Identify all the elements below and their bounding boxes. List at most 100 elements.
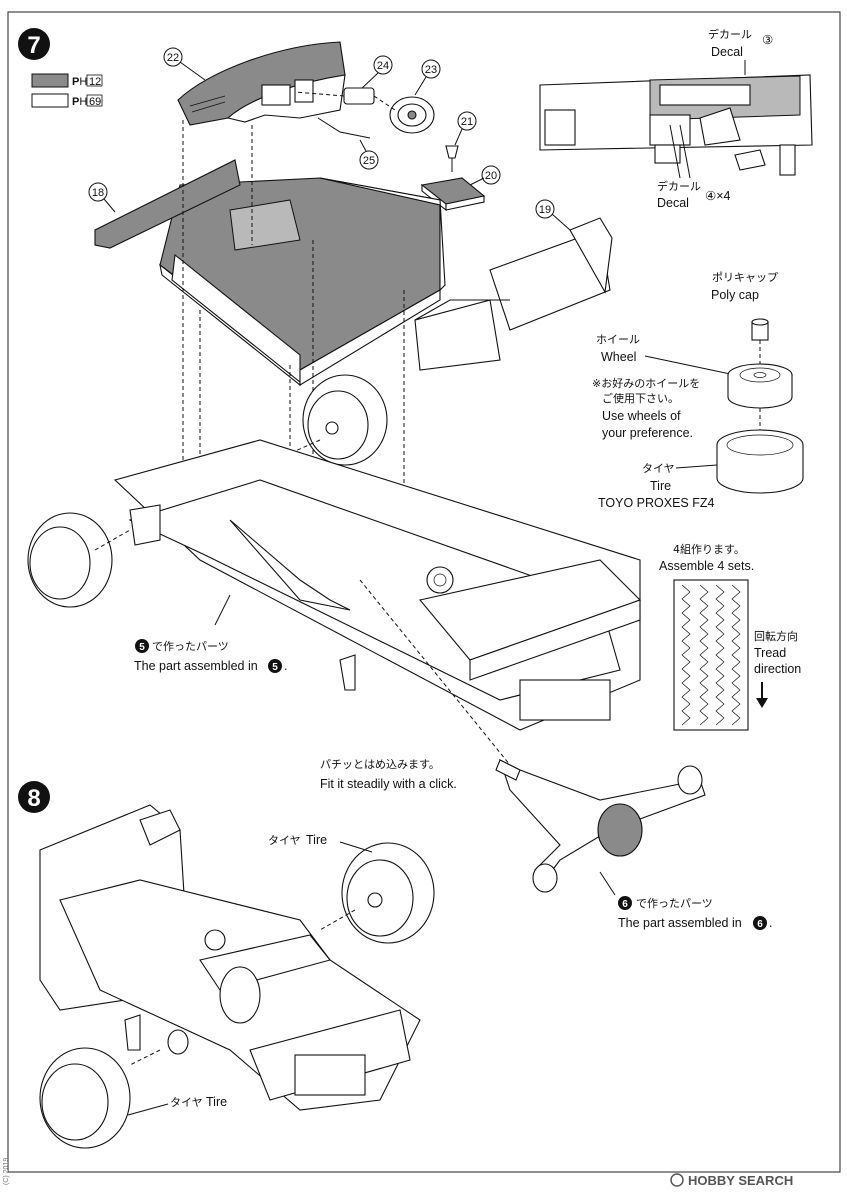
hobby-search-logo-icon (670, 1173, 684, 1187)
hobby-search-watermark: HOBBY SEARCH (670, 1173, 793, 1188)
watermark-copyright: (C) 2019 (3, 1158, 10, 1185)
tire-rear-left (39, 1047, 131, 1149)
part-number-19: 19 (535, 199, 571, 231)
leader-line (644, 355, 736, 376)
leader-line (679, 124, 691, 179)
part-number-24: 24 (359, 55, 393, 91)
polycap-en: Poly cap (711, 288, 759, 302)
tire-label-2-jp: タイヤ (170, 1096, 203, 1109)
tread-pattern (673, 579, 749, 731)
tire-jp: タイヤ (642, 462, 675, 475)
tire-rear-right (319, 842, 435, 944)
tire-label-1-jp: タイヤ (268, 834, 301, 847)
svg-text:5: 5 (272, 662, 278, 673)
svg-text:5: 5 (139, 642, 145, 653)
svg-text:19: 19 (539, 204, 551, 216)
wheel-note-en1: Use wheels of (602, 409, 681, 423)
polycap-jp: ポリキャップ (712, 271, 778, 284)
step5-part-callout: 5 で作ったパーツ The part assembled in 5 . (134, 639, 287, 673)
step6-part-jp: で作ったパーツ (636, 897, 713, 910)
floor-tub (159, 177, 446, 387)
svg-text:25: 25 (363, 155, 375, 167)
part-number-23: 23 (414, 59, 441, 96)
step6-part-callout: 6 で作ったパーツ The part assembled in 6 . (618, 896, 772, 930)
paint-swatch-grey (31, 73, 69, 88)
decal-top-num: ③ (762, 33, 773, 47)
svg-text:20: 20 (485, 170, 497, 182)
part-number-20: 20 (469, 165, 501, 186)
svg-text:18: 18 (92, 187, 104, 199)
shift-knob-part (445, 145, 459, 172)
decal-bottom-en: Decal (657, 196, 689, 210)
leader-line (339, 841, 373, 853)
chassis-frame-top (113, 439, 642, 731)
decal-bottom-jp: デカール (657, 179, 701, 193)
wheel-jp: ホイール (596, 333, 640, 346)
step-8-badge: 8 (18, 781, 50, 813)
wheel-en: Wheel (601, 350, 636, 364)
part-number-18: 18 (88, 182, 116, 213)
svg-text:21: 21 (461, 116, 473, 128)
leader-line (214, 594, 231, 626)
tire-label-2-en: Tire (206, 1095, 227, 1109)
watermark-brand: HOBBY SEARCH (688, 1173, 793, 1188)
rotation-arrow-icon (756, 682, 768, 708)
rotation-en2: direction (754, 662, 801, 676)
leader-line (599, 871, 616, 896)
side-panel-part (94, 159, 241, 249)
leader-line (127, 1103, 169, 1116)
svg-text:22: 22 (167, 52, 179, 64)
part-number-22: 22 (163, 47, 206, 81)
svg-text:.: . (769, 916, 772, 930)
step-7-badge: 7 (18, 28, 50, 60)
svg-text:.: . (284, 659, 287, 673)
paint-legend: PH 12 PH 69 (31, 73, 103, 108)
rotation-en1: Tread (754, 646, 786, 660)
chassis-frame-bottom (39, 804, 421, 1111)
svg-text:6: 6 (622, 899, 628, 910)
wheel-front-right (274, 374, 388, 466)
paint-num-1: 12 (89, 76, 101, 88)
step5-part-en: The part assembled in (134, 659, 258, 673)
rear-seat-part (414, 217, 613, 371)
paint-swatch-white (31, 93, 69, 108)
wheel-note-en2: your preference. (602, 426, 693, 440)
wheel-note-jp2: ご使用下さい。 (602, 391, 679, 405)
assemble-en: Assemble 4 sets. (659, 559, 754, 573)
rear-axle-part (359, 579, 706, 893)
paint-code-1: PH (72, 76, 87, 88)
wheel-front-left (27, 512, 131, 608)
tire-detail-part (716, 429, 804, 494)
step-7-number: 7 (27, 32, 40, 59)
wheel-detail-part (727, 363, 793, 445)
lever-part (317, 117, 371, 139)
page-border (7, 11, 841, 1173)
assemble-jp: 4組作ります。 (673, 543, 745, 556)
wheel-note-jp1: ※お好みのホイールを (592, 376, 700, 390)
click-note-en: Fit it steadily with a click. (320, 777, 457, 791)
decal-bottom-num: ④×4 (705, 189, 731, 203)
svg-text:24: 24 (377, 60, 389, 72)
dashboard-decal-view (539, 74, 813, 176)
svg-text:23: 23 (425, 64, 437, 76)
decal-top-en: Decal (711, 45, 743, 59)
part-number-21: 21 (454, 111, 477, 146)
tire-en: Tire (650, 479, 671, 493)
tire-label-1-en: Tire (306, 833, 327, 847)
rotation-jp: 回転方向 (754, 629, 798, 643)
step6-part-en: The part assembled in (618, 916, 742, 930)
decal-top-jp: デカール (708, 27, 752, 41)
steering-wheel-part (389, 96, 435, 134)
paint-code-2: PH (72, 96, 87, 108)
steering-column-part (294, 87, 396, 111)
click-note-jp: パチッとはめ込みます。 (320, 758, 440, 771)
part-number-25: 25 (359, 139, 379, 170)
svg-text:6: 6 (757, 919, 763, 930)
step-8-number: 8 (27, 785, 40, 812)
leader-line (669, 124, 681, 179)
step5-part-jp: で作ったパーツ (152, 640, 229, 653)
tire-brand: TOYO PROXES FZ4 (598, 496, 715, 510)
paint-num-2: 69 (89, 96, 101, 108)
